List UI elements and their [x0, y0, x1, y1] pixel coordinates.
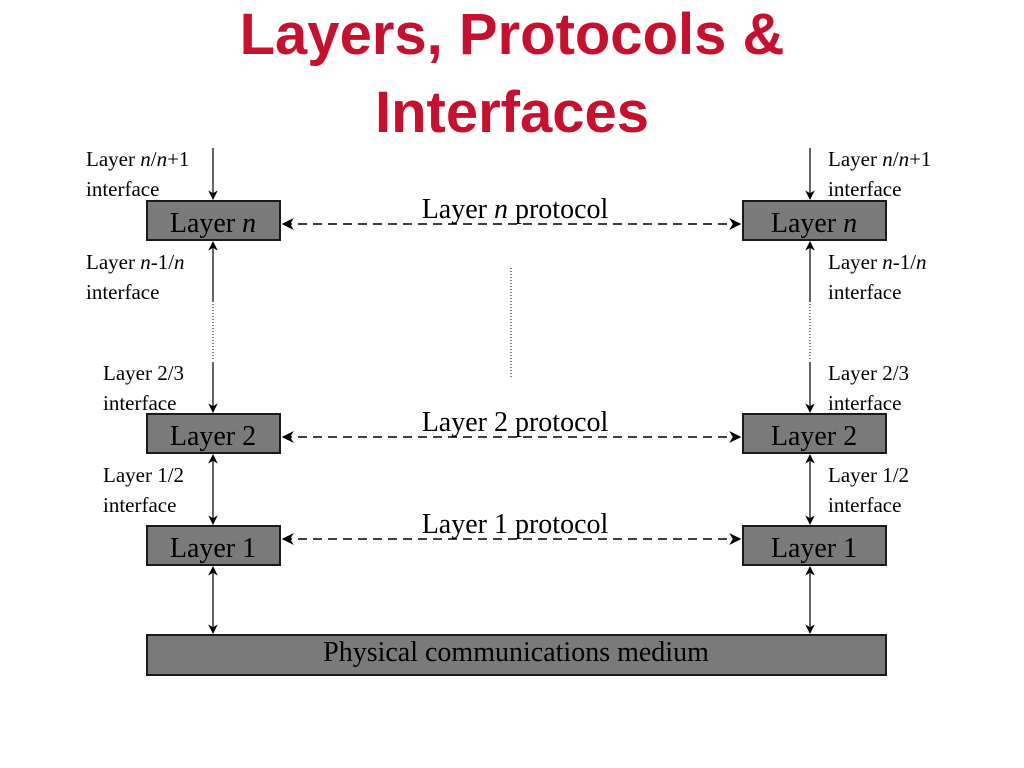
right-n-minus-1-interface-label: Layer n-1/n interface: [828, 250, 927, 304]
left-layer-2-3-interface-label: Layer 2/3 interface: [103, 361, 184, 415]
svg-text:Layer 1/2: Layer 1/2: [828, 463, 909, 487]
svg-text:Layer n: Layer n: [771, 208, 857, 239]
svg-text:Layer n: Layer n: [170, 208, 256, 239]
svg-text:interface: interface: [103, 493, 176, 517]
svg-text:interface: interface: [86, 177, 159, 201]
right-layer-1-box: Layer 1: [742, 525, 887, 566]
svg-text:interface: interface: [103, 391, 176, 415]
svg-text:Physical communications medium: Physical communications medium: [323, 637, 709, 668]
svg-text:Layer n/n+1: Layer n/n+1: [86, 147, 189, 171]
svg-text:Layer 1: Layer 1: [771, 533, 857, 564]
svg-text:Layer 2/3: Layer 2/3: [103, 361, 184, 385]
svg-text:interface: interface: [86, 280, 159, 304]
svg-text:Layer 2: Layer 2: [771, 421, 857, 452]
svg-text:interface: interface: [828, 177, 901, 201]
left-n-minus-1-interface-label: Layer n-1/n interface: [86, 250, 185, 304]
page-title-line-1: Layers, Protocols &: [239, 2, 785, 67]
svg-text:Layer n/n+1: Layer n/n+1: [828, 147, 931, 171]
svg-text:Layer n-1/n: Layer n-1/n: [828, 250, 927, 274]
physical-medium-box: Physical communications medium: [146, 634, 887, 676]
svg-text:Layer n-1/n: Layer n-1/n: [86, 250, 185, 274]
left-layer-1-2-interface-label: Layer 1/2 interface: [103, 463, 184, 517]
right-layer-n-box: Layer n: [742, 200, 887, 241]
left-layer-1-box: Layer 1: [146, 525, 281, 566]
right-top-interface-label: Layer n/n+1 interface: [828, 147, 931, 201]
svg-text:Layer 1: Layer 1: [170, 533, 256, 564]
svg-text:interface: interface: [828, 391, 901, 415]
svg-text:Layer 1/2: Layer 1/2: [103, 463, 184, 487]
svg-text:Layer 2: Layer 2: [170, 421, 256, 452]
right-layer-1-2-interface-label: Layer 1/2 interface: [828, 463, 909, 517]
svg-text:Layer 2/3: Layer 2/3: [828, 361, 909, 385]
right-layer-2-3-interface-label: Layer 2/3 interface: [828, 361, 909, 415]
svg-text:interface: interface: [828, 493, 901, 517]
right-layer-2-box: Layer 2: [742, 413, 887, 454]
layer-2-protocol-label: Layer 2 protocol: [422, 407, 609, 438]
left-top-interface-label: Layer n/n+1 interface: [86, 147, 189, 201]
layer-n-protocol-label: Layer n protocol: [422, 194, 609, 225]
svg-text:interface: interface: [828, 280, 901, 304]
left-layer-n-box: Layer n: [146, 200, 281, 241]
left-layer-2-box: Layer 2: [146, 413, 281, 454]
page-title-line-2: Interfaces: [374, 80, 650, 145]
layer-1-protocol-label: Layer 1 protocol: [422, 509, 609, 540]
